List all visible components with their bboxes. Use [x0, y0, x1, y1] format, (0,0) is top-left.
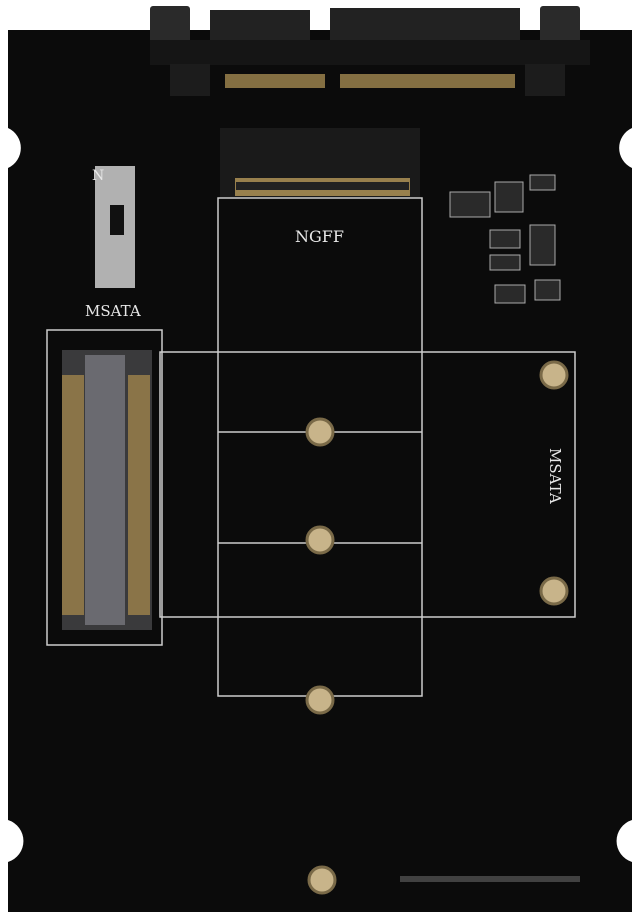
standoff-icon — [305, 417, 335, 447]
standoff-icon — [305, 685, 335, 715]
msata-slot — [46, 329, 576, 646]
sata-connector — [150, 6, 590, 96]
msata-label: MSATA — [546, 448, 564, 504]
serial-silkscreen — [400, 876, 580, 882]
switch-label-ngff: N — [92, 168, 104, 184]
pcb — [8, 30, 632, 912]
components — [449, 174, 561, 304]
standoff-icon — [539, 360, 569, 390]
standoff-icon — [307, 865, 337, 895]
standoff-icon — [539, 576, 569, 606]
mode-switch — [95, 166, 135, 288]
ngff-slot — [217, 128, 423, 697]
standoff-icon — [305, 525, 335, 555]
switch-label-msata: MSATA — [85, 302, 141, 320]
mounting-standoffs — [305, 360, 569, 895]
ngff-label: NGFF — [295, 227, 344, 246]
